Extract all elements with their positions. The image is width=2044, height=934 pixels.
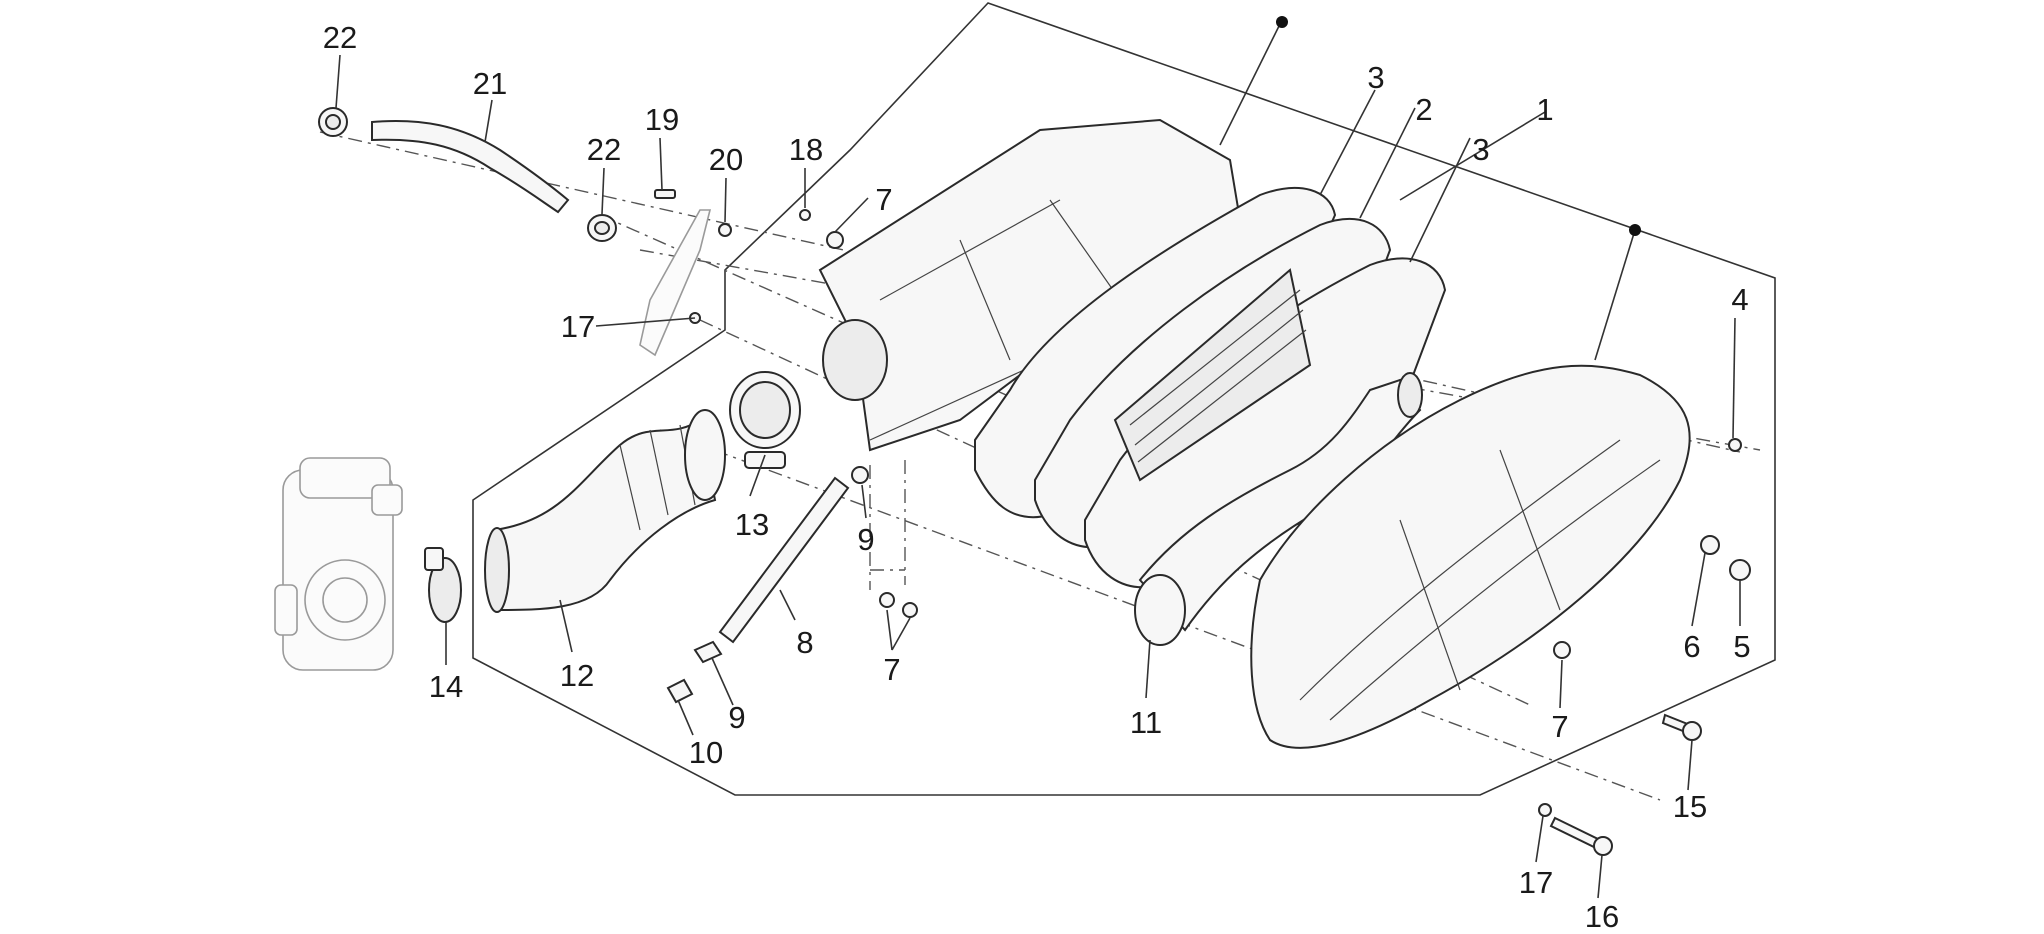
callout-leaders bbox=[335, 16, 1741, 899]
callout-labels: 22 21 22 19 20 18 7 17 3 2 3 1 4 13 9 8 … bbox=[323, 20, 1751, 934]
callout-14: 14 bbox=[429, 669, 463, 704]
callout-11: 11 bbox=[1130, 705, 1162, 740]
callout-22-right: 22 bbox=[587, 132, 621, 167]
throttle-body-ghost bbox=[274, 457, 403, 671]
callout-15: 15 bbox=[1673, 789, 1707, 824]
callout-4: 4 bbox=[1731, 282, 1748, 317]
callout-8: 8 bbox=[796, 625, 813, 660]
part-8-drain-tube bbox=[718, 476, 850, 644]
callout-18: 18 bbox=[789, 132, 823, 167]
callout-10: 10 bbox=[689, 735, 723, 770]
small-fasteners bbox=[654, 189, 1751, 817]
airbox-housing bbox=[818, 118, 1247, 452]
part-14-hose-clamp bbox=[424, 547, 462, 623]
callout-7-right: 7 bbox=[1551, 709, 1568, 744]
callout-1: 1 bbox=[1536, 92, 1553, 127]
callout-17-left: 17 bbox=[561, 309, 595, 344]
callout-5: 5 bbox=[1733, 629, 1750, 664]
air-filter-element bbox=[1113, 268, 1312, 482]
callout-21: 21 bbox=[473, 66, 507, 101]
callout-9-lower: 9 bbox=[728, 700, 745, 735]
callout-12: 12 bbox=[560, 658, 594, 693]
part-1-airbox-cover bbox=[1250, 364, 1691, 749]
part-16-screw bbox=[1549, 816, 1613, 856]
callout-16: 16 bbox=[1585, 899, 1619, 934]
callout-19: 19 bbox=[645, 102, 679, 137]
part-22-hose-clamp-right bbox=[587, 214, 617, 242]
part-21-breather-hose bbox=[371, 119, 570, 214]
callout-20: 20 bbox=[709, 142, 743, 177]
callout-6: 6 bbox=[1683, 629, 1700, 664]
callout-3-front: 3 bbox=[1367, 60, 1384, 95]
callout-7-middle: 7 bbox=[883, 652, 900, 687]
bracket-ghost bbox=[639, 209, 712, 357]
callout-3-rear: 3 bbox=[1472, 132, 1489, 167]
part-22-hose-clamp-left bbox=[318, 107, 348, 137]
callout-13: 13 bbox=[735, 507, 769, 542]
callout-22-left: 22 bbox=[323, 20, 357, 55]
assembly-outline bbox=[472, 2, 1776, 796]
part-15-screw bbox=[1661, 713, 1702, 741]
part-11-inlet-duct bbox=[1134, 372, 1423, 646]
callout-17-right: 17 bbox=[1519, 865, 1553, 900]
callout-2: 2 bbox=[1415, 92, 1432, 127]
part-12-intake-duct bbox=[484, 409, 726, 613]
callout-7-top: 7 bbox=[875, 182, 892, 217]
callout-9-upper: 9 bbox=[857, 522, 874, 557]
part-13-band-clamp bbox=[729, 371, 801, 469]
